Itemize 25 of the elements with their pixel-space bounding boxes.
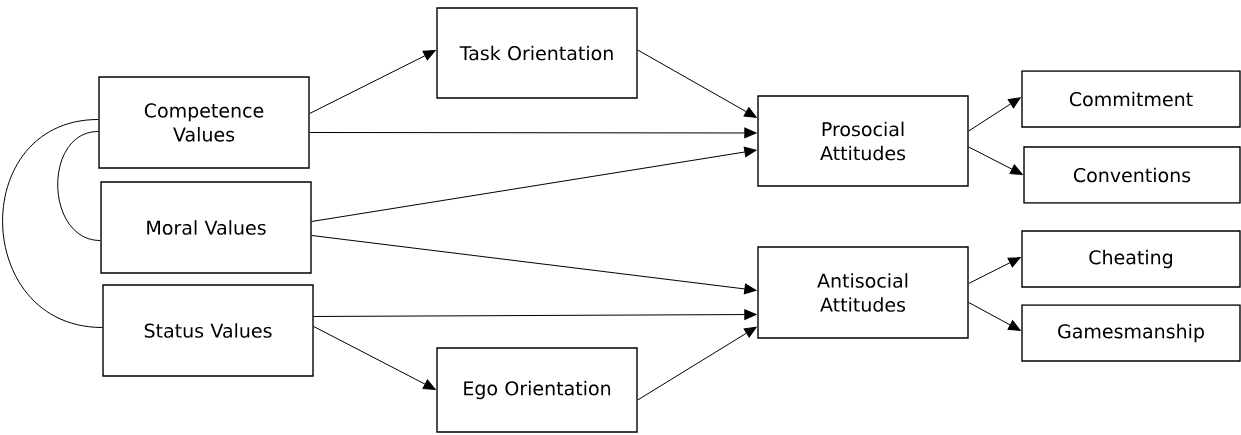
outcome-box: Cheating [1021, 230, 1241, 288]
attitude-box: Antisocial Attitudes [757, 246, 969, 339]
arrow [637, 326, 757, 401]
outcome-box: Conventions [1023, 146, 1241, 204]
value-box: Moral Values [100, 181, 312, 274]
correlation-curve [2, 119, 103, 328]
value-box: Competence Values [98, 76, 310, 169]
arrow [968, 302, 1021, 331]
attitude-box: Prosocial Attitudes [757, 95, 969, 187]
arrow [313, 326, 436, 390]
outcome-box: Commitment [1021, 70, 1241, 128]
arrow [311, 146, 757, 222]
orientation-box: Task Orientation [436, 7, 638, 99]
arrow [313, 309, 757, 320]
arrow [309, 127, 757, 139]
outcome-box: Gamesmanship [1021, 304, 1241, 362]
arrow [637, 49, 757, 118]
orientation-box: Ego Orientation [436, 347, 638, 433]
arrow [968, 146, 1023, 175]
arrow [968, 97, 1021, 132]
arrow [309, 50, 436, 114]
value-box: Status Values [102, 284, 314, 377]
correlation-curve [57, 131, 101, 241]
arrow [311, 235, 757, 295]
arrow [968, 257, 1021, 284]
